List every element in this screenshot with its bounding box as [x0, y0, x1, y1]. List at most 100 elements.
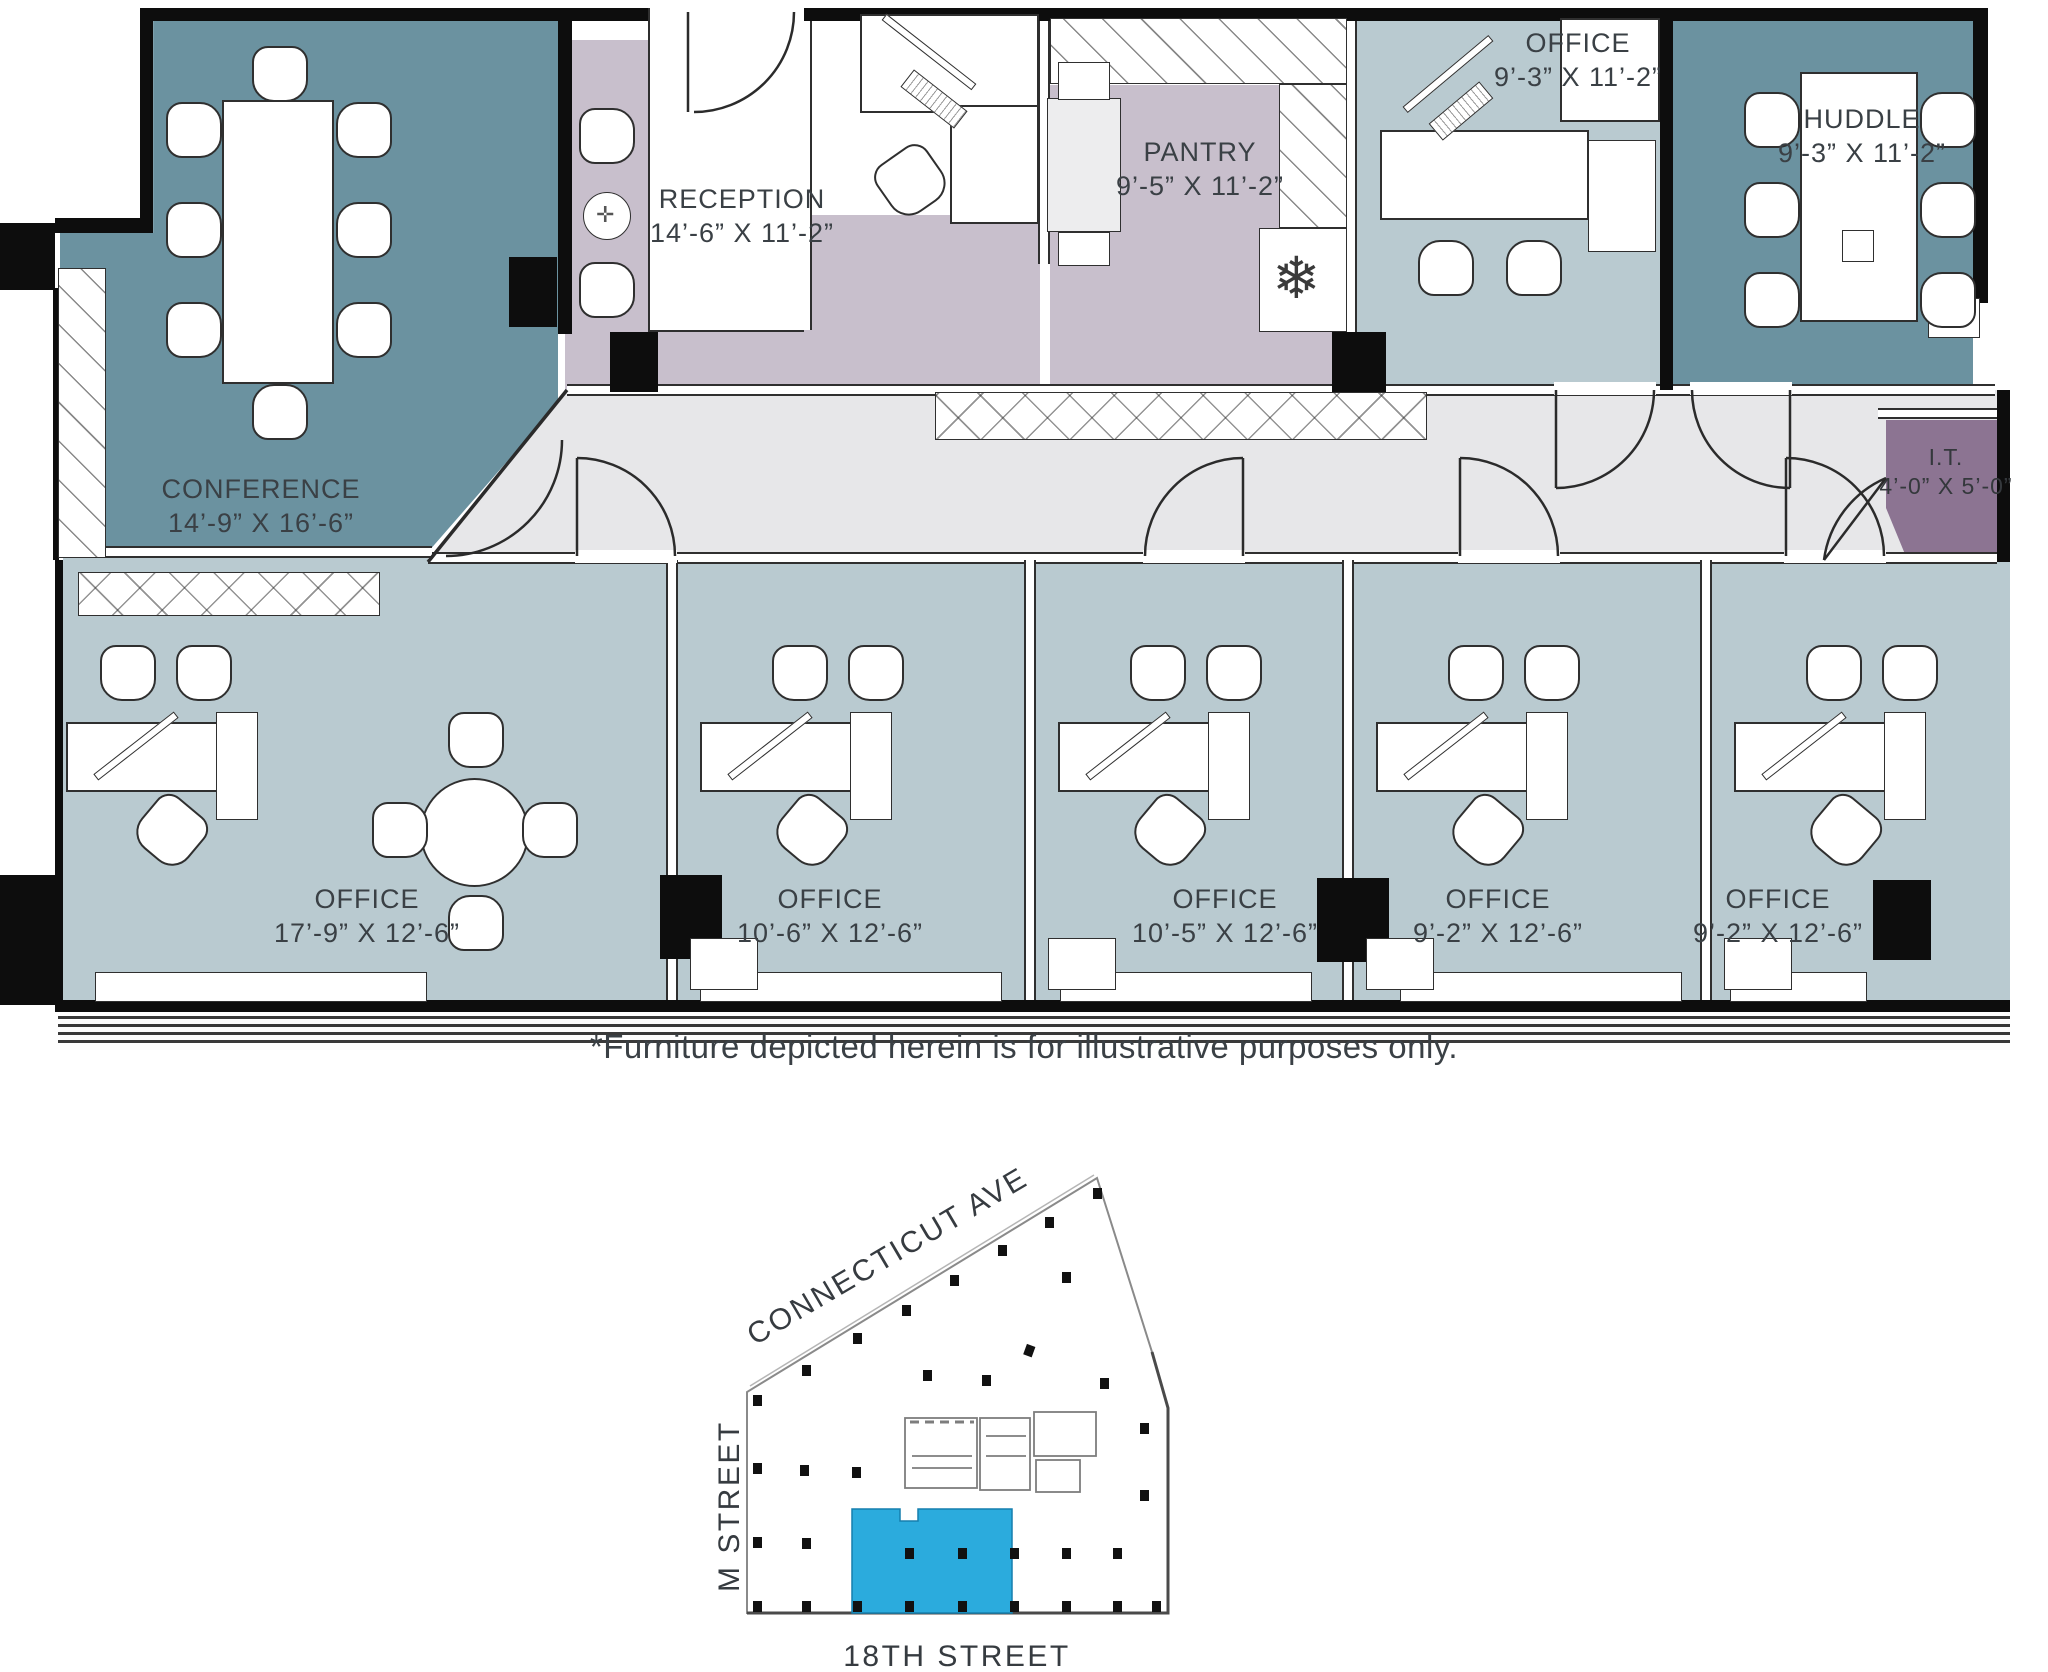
- door-gap: [1784, 550, 1886, 563]
- label-office-1: OFFICE 17’-9” X 12’-6”: [274, 882, 460, 950]
- facade-line: [749, 1174, 1095, 1387]
- label-office-4: OFFICE 9’-2” X 12’-6”: [1413, 882, 1583, 950]
- chair-icon: [176, 645, 232, 701]
- rooms-offices-band: [63, 558, 2010, 1008]
- label-huddle: HUDDLE 9’-3” X 11’-2”: [1778, 102, 1946, 170]
- side-table: [583, 192, 631, 240]
- door-gap: [1690, 382, 1792, 395]
- chair-icon: [1206, 645, 1262, 701]
- low-cabinet: [1048, 938, 1116, 990]
- wall-right-top: [1973, 8, 1988, 303]
- column: [0, 223, 55, 290]
- fridge: [1259, 228, 1347, 332]
- room-it: [1886, 420, 1997, 562]
- window-sill: [95, 972, 427, 1002]
- plant-icon: ✛: [596, 202, 615, 227]
- chair-icon: [1920, 182, 1976, 238]
- chair-icon: [1744, 182, 1800, 238]
- wall-conference-office1: [60, 546, 432, 558]
- room-dims: 10’-6” X 12’-6”: [736, 918, 924, 948]
- copier-output: [1058, 232, 1110, 266]
- room-name: CONFERENCE: [161, 474, 361, 504]
- column: [1332, 332, 1386, 392]
- desk-cabinet: [1208, 712, 1250, 820]
- label-office-3: OFFICE 10’-5” X 12’-6”: [1132, 882, 1318, 950]
- wall-left-conference: [140, 8, 153, 223]
- suite-highlight: [851, 1508, 1013, 1614]
- chair-icon: [1744, 272, 1800, 328]
- room-name: OFFICE: [314, 884, 420, 914]
- desk-cabinet: [850, 712, 892, 820]
- huddle-table: [1800, 72, 1918, 322]
- label-pantry: PANTRY 9’-5” X 11’-2”: [1116, 135, 1284, 203]
- room-name: RECEPTION: [658, 184, 826, 214]
- desk: [700, 722, 854, 792]
- chair-icon: [867, 137, 955, 225]
- label-it: I.T. 4’-0” X 5’-0”: [1879, 443, 2012, 501]
- pantry-counter-side: [1279, 84, 1347, 228]
- room-name: OFFICE: [1172, 884, 1278, 914]
- keyplan-drawing: [746, 1174, 1170, 1615]
- low-cabinet: [690, 938, 758, 990]
- chair-icon: [1882, 645, 1938, 701]
- room-dims: 17’-9” X 12’-6”: [273, 918, 461, 948]
- wall-bottom: [55, 1000, 2010, 1012]
- keyplan-columns: [753, 1188, 1161, 1612]
- chair-icon: [1506, 240, 1562, 296]
- wall-it-top: [1878, 408, 1997, 419]
- label-reception: RECEPTION 14’-6” X 11’-2”: [650, 182, 834, 250]
- chair-icon: [252, 384, 308, 440]
- desk: [1734, 722, 1888, 792]
- street-18th-street: 18TH STREET: [843, 1640, 1071, 1672]
- wall-office4-office5: [1700, 560, 1712, 1005]
- chair-icon: [579, 262, 635, 318]
- room-name: HUDDLE: [1803, 104, 1921, 134]
- desk-cabinet: [1588, 140, 1656, 252]
- label-office-top: OFFICE 9’-3” X 11’-2”: [1494, 26, 1662, 94]
- room-name: I.T.: [1928, 444, 1964, 470]
- column: [610, 332, 658, 392]
- copier-tray: [1058, 62, 1110, 100]
- desk: [1380, 130, 1589, 220]
- chair-icon: [336, 302, 392, 358]
- window-line: [58, 1024, 2010, 1027]
- office1-cabinets: [78, 572, 380, 616]
- desk: [66, 722, 220, 792]
- chair-icon: [1130, 645, 1186, 701]
- chair-icon: [166, 102, 222, 158]
- desk-cabinet: [216, 712, 258, 820]
- wall-top-conference: [140, 8, 570, 21]
- footnote: *Furniture depicted herein is for illust…: [589, 1028, 1459, 1065]
- column: [509, 257, 557, 327]
- wall-top-main: [793, 8, 1973, 21]
- desk: [1058, 722, 1212, 792]
- building-core: [904, 1411, 1097, 1493]
- chair-icon: [100, 645, 156, 701]
- desk-cabinet: [1884, 712, 1926, 820]
- wall-left-offices: [55, 560, 63, 1005]
- chair-icon: [522, 802, 578, 858]
- corridor-cabinets: [935, 392, 1427, 440]
- chair-icon: [336, 102, 392, 158]
- wall-left-step: [55, 218, 153, 233]
- room-dims: 14’-9” X 16’-6”: [167, 508, 355, 538]
- room-name: OFFICE: [1445, 884, 1551, 914]
- desk: [1560, 18, 1660, 122]
- chair-icon: [1920, 272, 1976, 328]
- desk-cabinet: [1526, 712, 1568, 820]
- room-name: OFFICE: [777, 884, 883, 914]
- window-line: [58, 1016, 2010, 1019]
- chair-icon: [1806, 645, 1862, 701]
- copier: [1047, 98, 1121, 232]
- room-dims: 10’-5” X 12’-6”: [1131, 918, 1319, 948]
- door-gap: [1143, 550, 1245, 563]
- desk: [1376, 722, 1530, 792]
- street-m-street: M STREET: [713, 1420, 746, 1592]
- chair-icon: [448, 712, 504, 768]
- wall-left-thin: [53, 288, 59, 560]
- snowflake-icon: ❄: [1272, 244, 1321, 312]
- room-dims: 4’-0” X 5’-0”: [1879, 473, 2013, 499]
- wall-huddle-left: [1660, 8, 1673, 390]
- low-cabinet: [1724, 938, 1792, 990]
